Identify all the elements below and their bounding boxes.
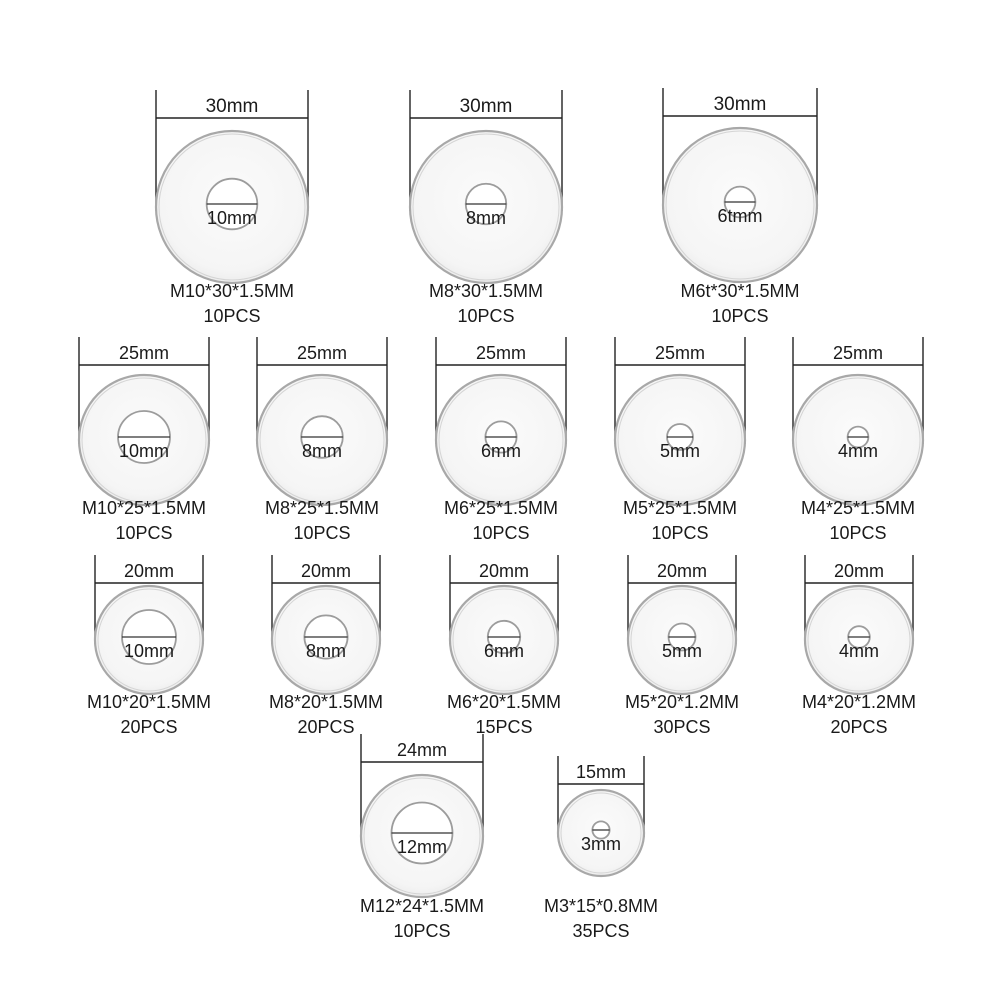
washer-quantity-label: 10PCS [829,523,886,543]
washer-quantity-label: 15PCS [475,717,532,737]
washer-rim-highlight [617,377,743,503]
outer-diameter-label: 25mm [297,343,347,363]
washer-quantity-label: 10PCS [457,306,514,326]
washer-rim-highlight [452,588,556,692]
washer-rim-highlight [807,588,911,692]
outer-diameter-label: 20mm [657,561,707,581]
outer-diameter-label: 20mm [479,561,529,581]
washer-quantity-label: 10PCS [472,523,529,543]
washer-spec-label: M4*25*1.5MM [801,498,915,518]
outer-diameter-label: 30mm [460,96,513,117]
inner-diameter-label: 10mm [119,441,169,461]
outer-diameter-label: 15mm [576,762,626,782]
washer-spec-label: M6*20*1.5MM [447,692,561,712]
washer-quantity-label: 20PCS [120,717,177,737]
outer-diameter-label: 25mm [476,343,526,363]
washer-quantity-label: 10PCS [293,523,350,543]
washer-spec-label: M10*30*1.5MM [170,281,294,301]
outer-diameter-label: 30mm [714,94,767,115]
washer-quantity-label: 10PCS [115,523,172,543]
inner-diameter-label: 10mm [207,208,257,228]
washer-quantity-label: 30PCS [653,717,710,737]
washer-spec-label: M10*25*1.5MM [82,498,206,518]
inner-diameter-label: 8mm [302,441,342,461]
washer-rim-highlight [630,588,734,692]
inner-diameter-label: 10mm [124,641,174,661]
washer-spec-label: M5*20*1.2MM [625,692,739,712]
washer-quantity-label: 10PCS [203,306,260,326]
washer-quantity-label: 10PCS [393,921,450,941]
washer-spec-label: M6t*30*1.5MM [680,281,799,301]
washer-spec-label: M10*20*1.5MM [87,692,211,712]
inner-diameter-label: 6tmm [718,206,763,226]
washer-rim-highlight [560,792,642,874]
inner-diameter-label: 8mm [306,641,346,661]
outer-diameter-label: 20mm [834,561,884,581]
inner-diameter-label: 4mm [839,641,879,661]
inner-diameter-label: 6mm [484,641,524,661]
washer-rim-highlight [795,377,921,503]
washer-rim-highlight [412,133,560,281]
washer-spec-label: M8*25*1.5MM [265,498,379,518]
washer-rim-highlight [81,377,207,503]
washer-spec-label: M8*20*1.5MM [269,692,383,712]
washer-rim-highlight [158,133,306,281]
outer-diameter-label: 25mm [833,343,883,363]
washer-spec-label: M12*24*1.5MM [360,896,484,916]
inner-diameter-label: 5mm [660,441,700,461]
outer-diameter-label: 25mm [119,343,169,363]
washer-quantity-label: 20PCS [297,717,354,737]
washer-quantity-label: 10PCS [711,306,768,326]
washer-rim-highlight [274,588,378,692]
washer-rim-highlight [665,130,815,280]
washer-rim-highlight [97,588,201,692]
inner-diameter-label: 3mm [581,834,621,854]
inner-diameter-label: 6mm [481,441,521,461]
washer-spec-label: M6*25*1.5MM [444,498,558,518]
outer-diameter-label: 20mm [301,561,351,581]
inner-diameter-label: 8mm [466,208,506,228]
outer-diameter-label: 25mm [655,343,705,363]
outer-diameter-label: 24mm [397,740,447,760]
washer-spec-label: M3*15*0.8MM [544,896,658,916]
inner-diameter-label: 12mm [397,837,447,857]
washer-rim-highlight [363,777,481,895]
washer-rim-highlight [259,377,385,503]
washer-spec-label: M5*25*1.5MM [623,498,737,518]
inner-diameter-label: 4mm [838,441,878,461]
washer-rim-highlight [438,377,564,503]
outer-diameter-label: 30mm [206,96,259,117]
washer-spec-label: M8*30*1.5MM [429,281,543,301]
washer-quantity-label: 35PCS [572,921,629,941]
washer-quantity-label: 10PCS [651,523,708,543]
inner-diameter-label: 5mm [662,641,702,661]
outer-diameter-label: 20mm [124,561,174,581]
washer-quantity-label: 20PCS [830,717,887,737]
washer-spec-label: M4*20*1.2MM [802,692,916,712]
